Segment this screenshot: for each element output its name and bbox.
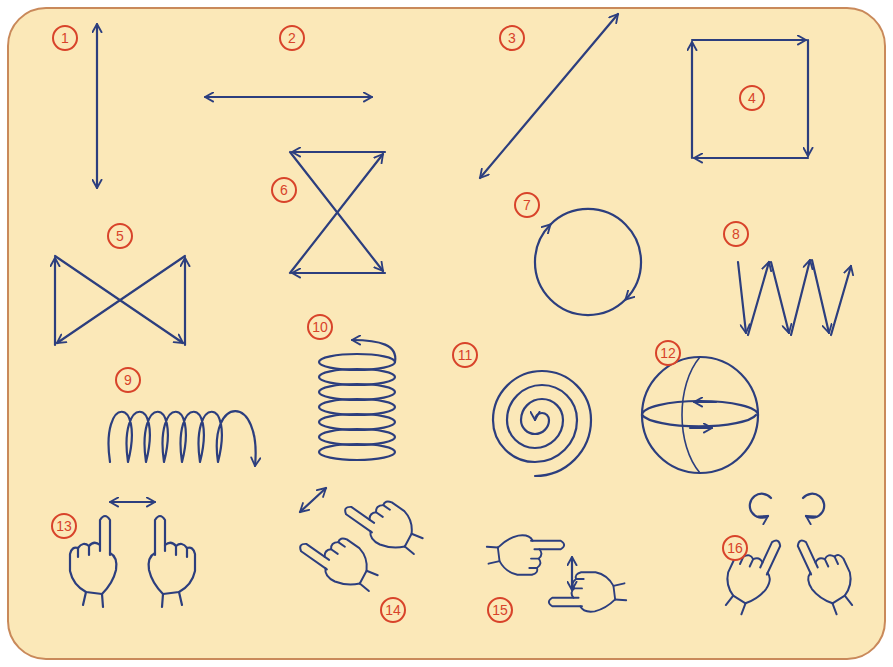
callout-number: 9 bbox=[115, 367, 141, 393]
hands-spread bbox=[70, 502, 195, 607]
zigzag-path bbox=[738, 260, 851, 335]
callout-number: 8 bbox=[723, 221, 749, 247]
bowtie-path bbox=[55, 256, 185, 345]
coil-path bbox=[109, 411, 256, 466]
callout-number: 10 bbox=[307, 314, 333, 340]
callout-number: 3 bbox=[499, 25, 525, 51]
square-path bbox=[692, 40, 808, 158]
callout-number: 6 bbox=[271, 177, 297, 203]
spiral-path bbox=[493, 371, 591, 476]
callout-number: 7 bbox=[514, 192, 540, 218]
callout-number: 5 bbox=[107, 223, 133, 249]
callout-number: 4 bbox=[739, 85, 765, 111]
callout-number: 13 bbox=[51, 513, 77, 539]
vertical-arrow bbox=[96, 24, 98, 188]
callout-number: 1 bbox=[52, 25, 78, 51]
paper-background bbox=[8, 8, 885, 659]
callout-number: 11 bbox=[452, 342, 478, 368]
diagonal-arrow bbox=[480, 14, 618, 178]
gesture-drawings bbox=[55, 14, 864, 619]
spring-path bbox=[319, 340, 395, 460]
horizontal-arrow bbox=[205, 96, 372, 98]
hourglass-path bbox=[290, 152, 385, 273]
callout-number: 14 bbox=[380, 597, 406, 623]
callout-number: 16 bbox=[722, 535, 748, 561]
callout-number: 15 bbox=[487, 597, 513, 623]
sphere-path bbox=[642, 357, 758, 473]
circle-path bbox=[535, 209, 641, 315]
hands-diagonal bbox=[295, 483, 431, 601]
callout-number: 2 bbox=[279, 25, 305, 51]
hands-rotate bbox=[714, 494, 863, 620]
callout-number: 12 bbox=[655, 340, 681, 366]
